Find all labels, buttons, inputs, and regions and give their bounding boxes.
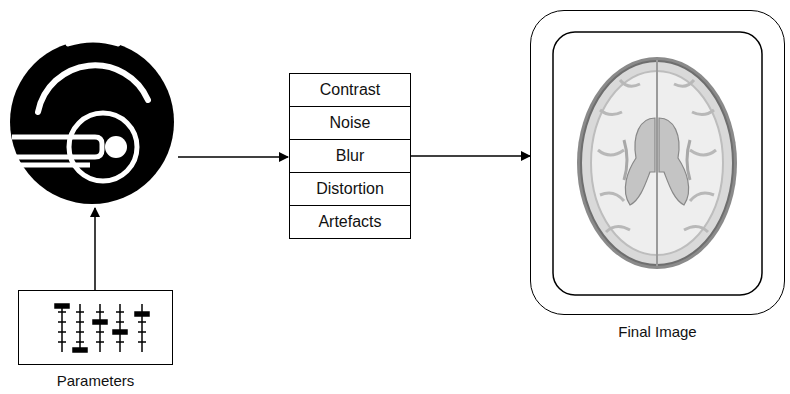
row-label: Artefacts xyxy=(318,213,381,231)
image-box: Parameters xyxy=(18,290,173,365)
flow-arrow xyxy=(411,155,530,157)
table-row: Noise xyxy=(289,106,411,140)
row-label: Distortion xyxy=(316,180,384,198)
table-row: Artefacts xyxy=(289,205,411,239)
row-label: Contrast xyxy=(320,81,380,99)
caption-label: Final Image xyxy=(511,323,790,340)
table-row: Distortion xyxy=(289,172,411,206)
row-label: Noise xyxy=(330,114,371,132)
slider-icon xyxy=(55,304,149,352)
brain-slice xyxy=(577,57,737,269)
row-label: Blur xyxy=(336,147,364,165)
image-box: Final Image xyxy=(530,10,785,315)
input-arrow xyxy=(94,208,96,290)
table-row: Contrast xyxy=(289,73,411,107)
output-arrow xyxy=(178,156,288,158)
caption-label: Parameters xyxy=(0,372,192,389)
scanner-icon xyxy=(10,40,174,204)
table-row: Blur xyxy=(289,139,411,173)
image-frame xyxy=(553,32,762,295)
